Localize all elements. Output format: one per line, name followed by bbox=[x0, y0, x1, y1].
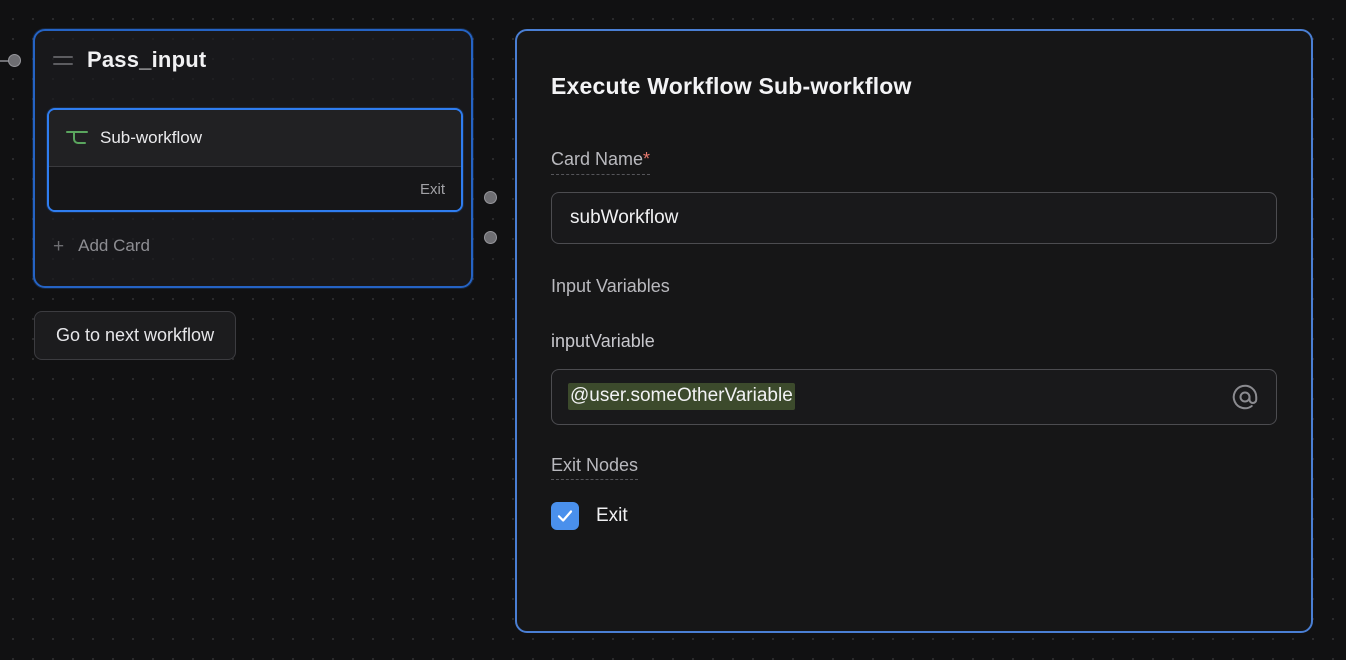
add-card-button[interactable]: + Add Card bbox=[53, 236, 150, 256]
inspector-title: Execute Workflow Sub-workflow bbox=[551, 73, 912, 99]
node-title: Pass_input bbox=[87, 47, 207, 72]
card-exit-label[interactable]: Exit bbox=[419, 180, 445, 198]
card-name-input[interactable]: subWorkflow bbox=[551, 191, 1277, 244]
exit-nodes-label: Exit Nodes bbox=[551, 455, 639, 481]
card-label: Sub-workflow bbox=[100, 128, 203, 147]
input-variable-input[interactable]: @user.someOtherVariable bbox=[551, 368, 1277, 425]
output-handle-top[interactable] bbox=[484, 191, 497, 204]
drag-handle-icon[interactable] bbox=[53, 55, 73, 65]
input-connection-handle[interactable] bbox=[8, 54, 21, 67]
workflow-node-pass-input[interactable]: Pass_input Sub-workflow Exit + Add Card bbox=[33, 29, 473, 288]
exit-checkbox-label: Exit bbox=[596, 505, 628, 527]
add-card-label: Add Card bbox=[78, 236, 150, 255]
node-header: Pass_input bbox=[35, 31, 471, 73]
input-variables-heading: Input Variables bbox=[551, 275, 670, 296]
card-name-label: Card Name* bbox=[551, 149, 651, 175]
exit-node-row[interactable]: Exit bbox=[551, 502, 1277, 531]
card-name-field-group: Card Name* subWorkflow bbox=[551, 149, 1277, 244]
card-main-row[interactable]: Sub-workflow bbox=[49, 110, 461, 167]
plus-icon: + bbox=[53, 235, 65, 257]
card-footer-row: Exit bbox=[49, 167, 461, 210]
incoming-edge-line bbox=[0, 60, 14, 62]
go-to-next-workflow-label: Go to next workflow bbox=[56, 325, 215, 345]
exit-nodes-group: Exit Nodes bbox=[551, 455, 1277, 481]
inspector-panel: Execute Workflow Sub-workflow Card Name*… bbox=[515, 29, 1313, 633]
exit-checkbox[interactable] bbox=[551, 502, 579, 531]
required-asterisk: * bbox=[643, 149, 651, 169]
input-variable-name: inputVariable bbox=[551, 330, 655, 351]
variable-token: @user.someOtherVariable bbox=[568, 383, 795, 411]
output-handle-bottom[interactable] bbox=[484, 231, 497, 244]
at-icon[interactable] bbox=[1230, 382, 1260, 412]
go-to-next-workflow-button[interactable]: Go to next workflow bbox=[34, 311, 237, 360]
sub-workflow-icon bbox=[65, 128, 89, 148]
card-sub-workflow[interactable]: Sub-workflow Exit bbox=[47, 108, 463, 212]
